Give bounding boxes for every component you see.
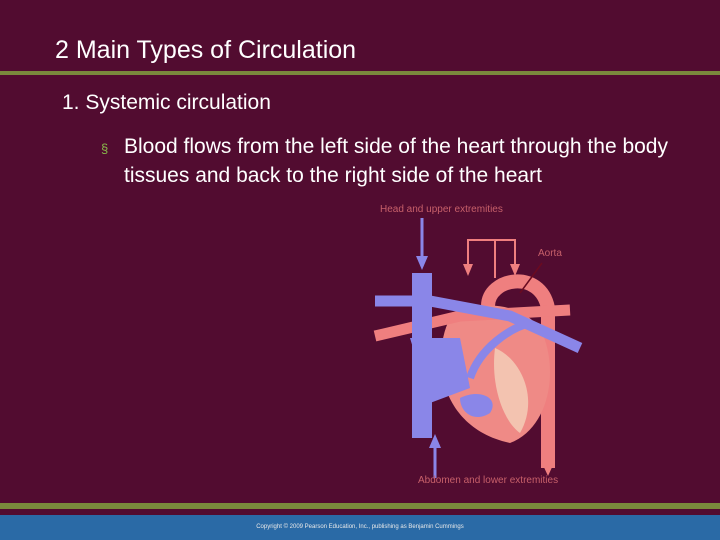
aorta <box>481 274 555 468</box>
heart-circulation-diagram <box>373 218 583 478</box>
pulmonary-trunk <box>466 319 532 380</box>
arterial-arrowhead-right <box>510 264 520 276</box>
venous-inflow-arrowhead <box>416 256 428 270</box>
left-ventricle <box>494 348 529 433</box>
copyright-notice: Copyright © 2009 Pearson Education, Inc.… <box>256 524 464 530</box>
right-atrium <box>410 338 470 403</box>
pulmonary-vessel-blue <box>375 295 583 354</box>
label-head-extremities: Head and upper extremities <box>380 204 503 215</box>
list-item-systemic: 1. Systemic circulation <box>62 91 271 114</box>
title-divider <box>0 71 720 75</box>
arterial-descending-arrowhead <box>542 463 554 476</box>
footer-bar <box>0 515 720 540</box>
label-abdomen-extremities: Abdomen and lower extremities <box>418 475 559 486</box>
venous-return-arrowhead <box>429 434 441 448</box>
bullet-icon: § <box>101 141 109 156</box>
arterial-arrowhead-left <box>463 264 473 276</box>
slide-title: 2 Main Types of Circulation <box>55 36 357 64</box>
label-aorta: Aorta <box>538 248 562 259</box>
bullet-text: Blood flows from the left side of the he… <box>124 135 668 187</box>
aorta-pointer <box>519 262 543 294</box>
arterial-branch <box>467 239 516 278</box>
footer-divider <box>0 503 720 509</box>
right-ventricle <box>460 393 493 418</box>
pulmonary-vessel-red <box>373 304 571 342</box>
